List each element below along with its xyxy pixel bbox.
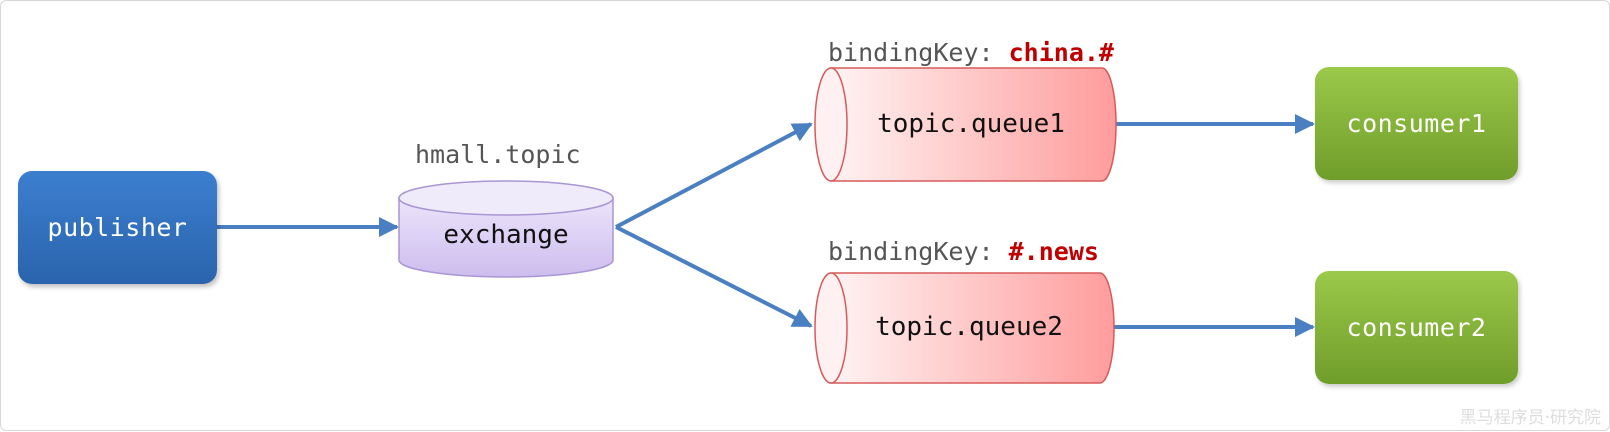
- exchange-cylinder: [398, 180, 614, 278]
- consumer2-label: consumer2: [1346, 313, 1487, 342]
- queue1-label: topic.queue1: [877, 109, 1065, 139]
- consumer1-label: consumer1: [1346, 109, 1487, 138]
- consumer1-node: consumer1: [1315, 67, 1518, 180]
- arrow-exchange-to-queue1: [615, 122, 813, 229]
- publisher-label: publisher: [47, 213, 188, 242]
- binding-key-prefix: bindingKey:: [828, 38, 1009, 67]
- queue2-cylinder: [814, 272, 1115, 384]
- binding-key-queue1: bindingKey: china.#: [828, 38, 1114, 67]
- publisher-node: publisher: [18, 171, 217, 284]
- binding-key-prefix: bindingKey:: [828, 237, 1009, 266]
- arrow-exchange-to-queue2: [615, 225, 813, 328]
- watermark: 黑马程序员·研究院: [1459, 408, 1601, 428]
- queue1-cylinder: [814, 67, 1117, 182]
- consumer2-node: consumer2: [1315, 271, 1518, 384]
- exchange-label: exchange: [443, 220, 569, 250]
- binding-key-value: china.#: [1008, 38, 1114, 67]
- binding-key-value: #.news: [1008, 237, 1099, 266]
- binding-key-queue2: bindingKey: #.news: [828, 237, 1099, 266]
- queue2-label: topic.queue2: [875, 312, 1063, 342]
- exchange-name-label: hmall.topic: [415, 140, 581, 169]
